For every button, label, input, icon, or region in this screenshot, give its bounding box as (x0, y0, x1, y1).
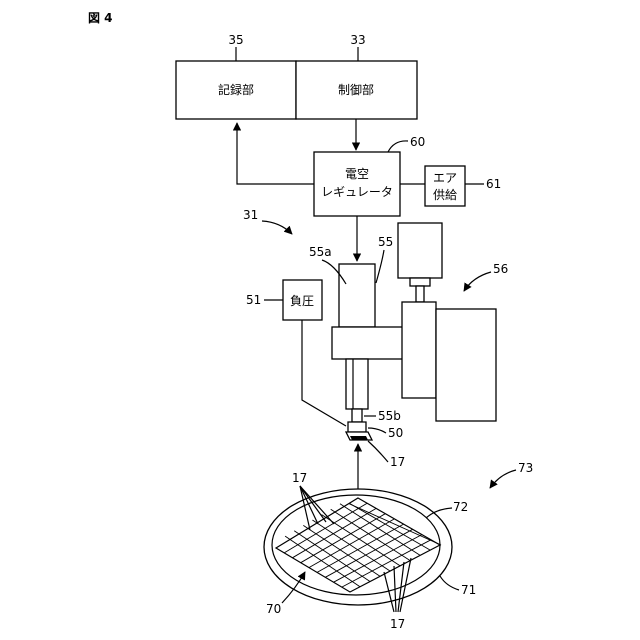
wafer-ring-assembly (264, 489, 452, 605)
ref-51: 51 (246, 293, 261, 307)
collet-50 (348, 422, 366, 432)
air-supply-block: エア 供給 (425, 166, 465, 206)
ref-73: 73 (518, 461, 533, 475)
ref-55a: 55a (309, 245, 332, 259)
regulator-block: 電空 レギュレータ (314, 152, 400, 216)
ref-60: 60 (410, 135, 425, 149)
ref-17-grid-upper: 17 (292, 471, 307, 485)
leader-50 (368, 428, 386, 433)
rod-55b (352, 409, 362, 422)
ref-55: 55 (378, 235, 393, 249)
ref-35: 35 (228, 33, 243, 47)
arrow-regulator-to-recording (237, 123, 314, 184)
ref-17-top: 17 (390, 455, 405, 469)
figure-title: 図 4 (88, 11, 113, 25)
ref-31: 31 (243, 208, 258, 222)
ref-17-grid-lower: 17 (390, 617, 405, 631)
leader-55 (376, 250, 384, 283)
ref-71: 71 (461, 583, 476, 597)
ref-70: 70 (266, 602, 281, 616)
negative-pressure-label: 負圧 (290, 294, 314, 308)
drive-base (436, 309, 496, 421)
drive-unit-56 (398, 223, 496, 421)
cylinder-55a (339, 264, 375, 327)
air-supply-label-line1: エア (433, 171, 457, 185)
control-unit-label: 制御部 (338, 82, 374, 97)
motor-top (398, 223, 442, 278)
motor-neck (410, 278, 430, 286)
collet-tip (350, 436, 368, 440)
ref-72: 72 (453, 500, 468, 514)
negative-pressure-block: 負圧 (283, 280, 322, 320)
regulator-label-line2: レギュレータ (321, 185, 393, 199)
head-arm (332, 327, 404, 359)
leader-56 (464, 272, 491, 291)
recording-unit-label: 記録部 (218, 82, 254, 97)
control-unit-block: 制御部 (296, 61, 417, 119)
leader-60 (388, 141, 408, 152)
air-supply-label-line2: 供給 (433, 188, 457, 202)
motor-shaft (416, 286, 424, 302)
leader-73 (490, 470, 516, 488)
ref-55b: 55b (378, 409, 401, 423)
ref-56: 56 (493, 262, 508, 276)
leader-31 (262, 221, 292, 234)
regulator-label-line1: 電空 (345, 167, 369, 181)
ref-33: 33 (350, 33, 365, 47)
lower-rod (346, 359, 368, 409)
leader-71 (440, 576, 459, 590)
ref-50: 50 (388, 426, 403, 440)
drive-column (402, 302, 436, 398)
recording-unit-block: 記録部 (176, 61, 296, 119)
leader-17-top (368, 441, 388, 462)
ref-61: 61 (486, 177, 501, 191)
